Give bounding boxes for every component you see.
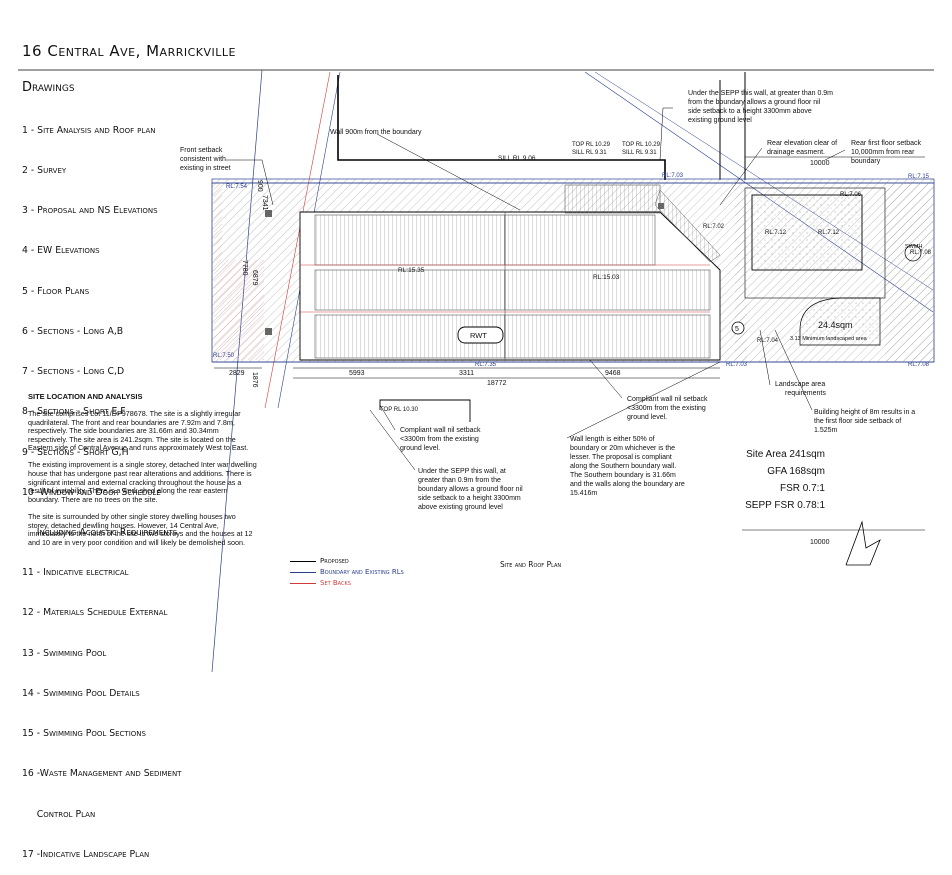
rl-1535-label: RL:15.35: [398, 267, 425, 274]
fsr: FSR 0.7:1: [779, 483, 825, 494]
legend-boundary: Boundary and Existing RLs: [290, 567, 404, 578]
project-title: 16 Central Ave, Marrickville: [22, 42, 236, 60]
dim-10000-bottom: 10000: [810, 539, 830, 546]
drawing-item: 14 - Swimming Pool Details: [22, 687, 140, 699]
rl-750-label: RL:7.50: [213, 353, 235, 359]
dim-18772: 18772: [487, 380, 507, 387]
rwt-label: RWT: [470, 331, 487, 340]
dim-3311: 3311: [459, 370, 474, 377]
sill-931a-label: SILL RL 9.31: [572, 150, 607, 156]
drawing-item: Control Plan: [22, 808, 96, 820]
drawing-item: 3 - Proposal and NS Elevations: [22, 205, 158, 217]
dim-9468: 9468: [605, 370, 621, 377]
legend-proposed: Proposed: [290, 556, 404, 567]
sepp-fsr: SEPP FSR 0.78:1: [745, 500, 825, 511]
circle-5-label: 5: [735, 326, 739, 333]
compliant-left-note: Compliant wall nil setback <3300m from t…: [400, 427, 483, 452]
drawing-item: 15 - Swimming Pool Sections: [22, 728, 146, 740]
dim-6879: 6879: [251, 270, 258, 286]
site-area: Site Area 241sqm: [746, 449, 825, 460]
compliant-right-note: Compliant wall nil setback <3300m from t…: [627, 396, 710, 421]
sepp-bottom-note: Under the SEPP this wall, at greater tha…: [418, 468, 525, 511]
drawing-item: 8 - Sections - Short E,F: [22, 406, 126, 418]
dim-900: 900: [256, 180, 263, 192]
top-1030-label: TOP RL 10.30: [380, 407, 419, 413]
sepp-top-note: Under the SEPP this wall, at greater tha…: [688, 90, 835, 124]
dim-5993: 5993: [349, 370, 365, 377]
building-height-note: Building height of 8m results in a the f…: [814, 409, 917, 434]
drawing-item: 2 - Survey: [22, 165, 67, 177]
rear-elevation-note: Rear elevation clear of drainage easment…: [767, 140, 839, 156]
drawing-item: 1 - Site Analysis and Roof plan: [22, 124, 156, 136]
rl-703a-label: RL:7.03: [662, 173, 684, 179]
landscape-area-label: 24.4sqm: [818, 320, 853, 330]
min-landscape-label: 3.13 Minimum landscaped area: [790, 336, 868, 342]
site-plan-drawing: RWT 5 Under the SEPP this wall, at great…: [18, 69, 935, 673]
rear-first-floor-note: Rear first floor setback 10,000mm from r…: [851, 140, 923, 165]
rl-1503-label: RL:15.03: [593, 274, 620, 281]
drawing-item: 12 - Materials Schedule External: [22, 607, 168, 619]
drawing-item: 5 - Floor Plans: [22, 285, 90, 297]
drawing-item: 4 - EW Elevations: [22, 245, 100, 257]
rl-702-label: RL:7.02: [703, 224, 725, 230]
rl-708-label: RL:7.08: [908, 362, 930, 368]
rl-712b-label: RL:7.12: [818, 230, 840, 236]
swmh-label: SWMH: [905, 244, 922, 250]
drawing-item: 9 - Sections - Short G,H: [22, 446, 129, 458]
rl-704-label: RL:7.04: [757, 338, 779, 344]
sill-931b-label: SILL RL 9.31: [622, 150, 657, 156]
dim-1876: 1876: [251, 372, 258, 388]
dim-2829: 2829: [229, 370, 245, 377]
drawing-item: 11 - Indicative electrical: [22, 567, 129, 579]
wall-900-note: Wall 900m from the boundary: [330, 129, 422, 136]
wall-length-note: Wall length is either 50% of boundary or…: [570, 436, 687, 497]
site-paragraph: The site comprises Lot 11/DP978678. The …: [28, 409, 249, 453]
rl-706-label: RL:7.06: [840, 192, 862, 198]
front-setback-note: Front setback consistent with existing i…: [180, 147, 231, 172]
drawing-item: 13 - Swimming Pool: [22, 647, 107, 659]
drawing-item: 10 -Window and Door Schedule: [22, 486, 161, 498]
site-analysis-heading: SITE LOCATION AND ANALYSIS: [28, 392, 143, 401]
top-1029a-label: TOP RL 10.29: [572, 142, 611, 148]
rl-735-label: RL:7.35: [475, 362, 497, 368]
drawing-item: 6 - Sections - Long A,B: [22, 325, 124, 337]
legend-setbacks: Set Backs: [290, 578, 404, 589]
rl-703b-label: RL:7.03: [726, 362, 748, 368]
gfa: GFA 168sqm: [767, 466, 825, 477]
plan-label: Site and Roof Plan: [500, 560, 562, 569]
drawing-item: Including Acoustic Requirements: [22, 527, 178, 538]
legend: Proposed Boundary and Existing RLs Set B…: [290, 556, 404, 589]
site-analysis-text: The site comprises Lot 11/DP978678. The …: [28, 409, 258, 556]
dim-10000-top: 10000: [810, 160, 830, 167]
top-1029b-label: TOP RL 10.29: [622, 142, 661, 148]
site-stats: Site Area 241sqm GFA 168sqm FSR 0.7:1 SE…: [740, 446, 825, 514]
drawing-item: 16 -Waste Management and Sediment: [22, 768, 182, 780]
rl-708b-label: RL:7.08: [910, 250, 932, 256]
landscape-note: Landscape area requirements: [775, 381, 827, 397]
rl-754-label: RL:7.54: [226, 184, 248, 190]
site-paragraph: The site is surrounded by other single s…: [28, 511, 253, 547]
dim-7780: 7780: [241, 260, 248, 276]
site-paragraph: The existing improvement is a single sto…: [28, 460, 257, 504]
rl-712a-label: RL:7.12: [765, 230, 787, 236]
drawing-item: 7 - Sections - Long C,D: [22, 366, 125, 378]
drawing-item: 17 -Indicative Landscape Plan: [22, 848, 150, 860]
dim-7341: 7341: [261, 195, 268, 211]
drawings-heading: Drawings: [22, 80, 75, 95]
rl-715-label: RL:7.15: [908, 174, 930, 180]
sill-906-label: SILL RL 9.06: [498, 155, 536, 162]
